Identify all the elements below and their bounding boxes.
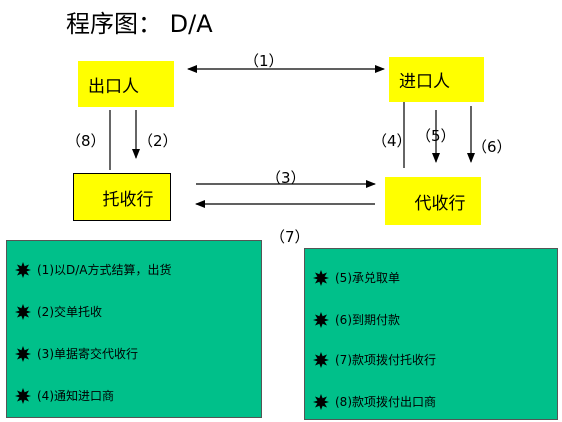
starburst-bullet-icon [15,303,31,320]
list-item: (3)单据寄交代收行 [15,345,138,362]
list-item: (4)通知进口商 [15,387,114,404]
list-item: (2)交单托收 [15,303,102,320]
flow-label-5: （5） [416,127,456,145]
legend-step-3: (3)单据寄交代收行 [37,347,138,361]
starburst-bullet-icon [313,311,329,328]
legend-panel-left: (1)以D/A方式结算，出货 (2)交单托收 (3)单据寄交代收行 (4)通知进… [6,240,262,418]
flow-label-6: （6） [472,138,512,156]
flow-label-2: （2） [138,132,178,150]
flow-label-4: （4） [372,132,412,150]
list-item: (1)以D/A方式结算，出货 [15,261,172,278]
node-collecting-bank: 代收行 [385,177,481,225]
legend-step-6: (6)到期付款 [335,313,400,327]
node-remitting-bank: 托收行 [73,173,171,221]
starburst-bullet-icon [15,345,31,362]
legend-step-4: (4)通知进口商 [37,389,114,403]
legend-panel-right: (5)承兑取单 (6)到期付款 (7)款项拨付托收行 (8)款项拨付出口商 [304,248,558,420]
starburst-bullet-icon [313,269,329,286]
legend-step-1: (1)以D/A方式结算，出货 [37,263,172,277]
flow-label-7: （7） [270,228,310,246]
flow-label-8: （8） [66,132,106,150]
list-item: (5)承兑取单 [313,269,400,286]
starburst-bullet-icon [313,393,329,410]
page-title: 程序图： D/A [66,10,213,38]
node-exporter: 出口人 [78,61,174,107]
flow-label-3: （3） [266,169,306,187]
list-item: (6)到期付款 [313,311,400,328]
starburst-bullet-icon [15,261,31,278]
node-importer: 进口人 [389,57,484,102]
starburst-bullet-icon [15,387,31,404]
starburst-bullet-icon [313,351,329,368]
list-item: (8)款项拨付出口商 [313,393,436,410]
legend-step-8: (8)款项拨付出口商 [335,395,436,409]
legend-step-5: (5)承兑取单 [335,271,400,285]
list-item: (7)款项拨付托收行 [313,351,436,368]
legend-step-7: (7)款项拨付托收行 [335,353,436,367]
legend-step-2: (2)交单托收 [37,305,102,319]
flow-label-1: （1） [244,52,284,70]
